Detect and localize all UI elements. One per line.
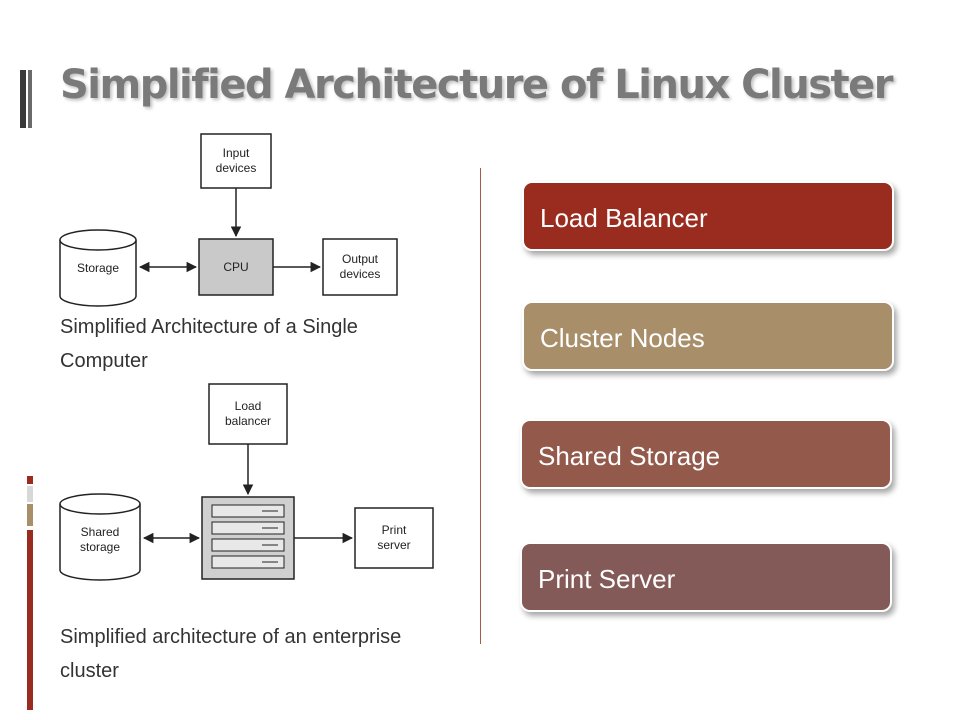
cluster-nodes-rack bbox=[201, 496, 295, 580]
cluster-nodes-pill: Cluster Nodes bbox=[522, 301, 894, 371]
print-server-box bbox=[354, 507, 434, 569]
load-balancer-label-line2: balancer bbox=[225, 414, 271, 428]
load-balancer-box bbox=[208, 383, 288, 445]
title-accent-bar-dark bbox=[20, 70, 26, 128]
storage-label: Storage bbox=[77, 261, 119, 275]
shared-storage-label-line2: storage bbox=[80, 540, 120, 554]
single-computer-diagram: Input devices CPU Storage Output devices bbox=[59, 133, 398, 307]
shared-storage-cylinder bbox=[59, 493, 141, 581]
output-devices-box bbox=[322, 238, 398, 296]
enterprise-cluster-caption: Simplified architecture of an enterprise… bbox=[60, 626, 402, 682]
enterprise-cluster-diagram: Load balancer Shared storage Print serve… bbox=[59, 383, 434, 581]
print-server-label-line2: server bbox=[377, 538, 410, 552]
shared-storage-pill: Shared Storage bbox=[520, 419, 892, 489]
output-devices-label-line2: devices bbox=[340, 267, 381, 281]
load-balancer-pill: Load Balancer bbox=[522, 181, 894, 251]
slide-title: Simplified Architecture of Linux Cluster bbox=[60, 62, 894, 108]
load-balancer-label-line1: Load bbox=[235, 399, 262, 413]
input-devices-label-line2: devices bbox=[216, 161, 257, 175]
cpu-label: CPU bbox=[223, 260, 248, 274]
shared-storage-label-line1: Shared bbox=[81, 525, 120, 539]
input-devices-label-line1: Input bbox=[223, 146, 250, 160]
left-accent-bar-main bbox=[27, 530, 33, 710]
output-devices-label-line1: Output bbox=[342, 252, 379, 266]
storage-cylinder bbox=[59, 229, 137, 307]
cpu-box bbox=[198, 238, 274, 296]
left-accent-bar-tan bbox=[27, 504, 33, 526]
left-accent-bar-gray bbox=[27, 486, 33, 502]
input-devices-box bbox=[200, 133, 272, 189]
left-accent-bar-red bbox=[27, 476, 33, 484]
print-server-pill: Print Server bbox=[520, 542, 892, 612]
title-accent-bar-light bbox=[28, 70, 32, 128]
column-divider bbox=[480, 168, 481, 644]
print-server-label-line1: Print bbox=[382, 523, 407, 537]
single-computer-caption: Simplified Architecture of a Single Comp… bbox=[60, 316, 358, 372]
